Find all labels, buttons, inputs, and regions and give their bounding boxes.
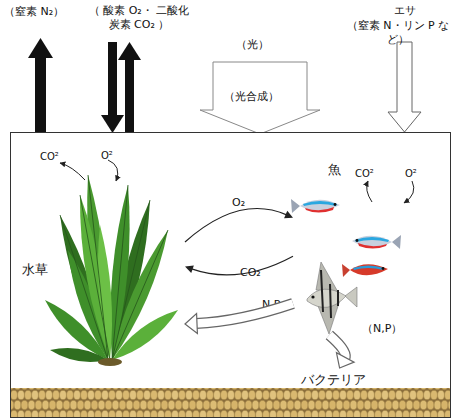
- fish-part: [307, 289, 346, 307]
- fish-part: [345, 287, 357, 307]
- fish-part: [355, 237, 389, 242]
- gas-exchange-arrows-part: [60, 163, 85, 180]
- annotation-label: （光）: [236, 38, 286, 52]
- flux-arrows: [28, 38, 421, 134]
- annotation-label: エサ: [380, 4, 430, 18]
- tank-part: [11, 133, 451, 418]
- flux-arrows-part: [101, 115, 124, 133]
- gas-exchange-arrows-part: [367, 181, 372, 202]
- water-plant: [45, 175, 178, 366]
- annotation-label: （ 酸素 O₂・ 二酸化炭素 CO₂ ）: [84, 4, 194, 32]
- arrow-head: [185, 314, 197, 334]
- fish-part: [311, 295, 314, 298]
- water-plant-part: [50, 348, 108, 362]
- tank-part: [11, 388, 450, 417]
- water-plant-part: [98, 358, 122, 366]
- water-plant-part: [98, 225, 112, 360]
- flux-arrows-part: [108, 42, 117, 117]
- fish-part: [356, 239, 359, 242]
- fish-part: [382, 267, 385, 270]
- node-label: 魚: [328, 162, 341, 177]
- arrow-outline: [329, 335, 345, 358]
- annotation-label: O²: [101, 149, 125, 163]
- fish-part: [291, 199, 300, 213]
- arrow-head: [185, 265, 194, 273]
- water-plant-part: [60, 175, 168, 360]
- flux-arrows-part: [125, 58, 134, 132]
- annotation-label: O²: [405, 167, 429, 181]
- node-label: 水草: [22, 262, 48, 277]
- edge-label: O₂: [232, 196, 245, 210]
- fish-part: [392, 235, 401, 249]
- gas-exchange-arrows-part: [108, 160, 118, 181]
- fish-part: [358, 243, 387, 249]
- annotation-label: （窒素 N・リン P など）: [336, 19, 460, 47]
- fish-part: [342, 264, 350, 277]
- bacteria-node: バクテリア: [300, 368, 372, 392]
- tank: [11, 133, 451, 418]
- fish: [291, 199, 401, 334]
- arrow-head: [336, 353, 354, 368]
- nutrient-arrow: [329, 335, 354, 368]
- flux-arrows-part: [35, 55, 46, 132]
- fish-part: [334, 203, 337, 206]
- flux-arrows-part: [388, 42, 421, 132]
- flow-arrow: [185, 209, 293, 242]
- fish-part: [305, 207, 334, 213]
- annotation-label: CO²: [40, 150, 70, 164]
- flux-arrows-part: [28, 38, 53, 58]
- fish-part: [303, 201, 337, 206]
- fish-part: [350, 264, 388, 275]
- arrow-head: [284, 211, 293, 218]
- annotation-label: （光合成）: [224, 90, 304, 104]
- edge-label: N.P: [262, 298, 280, 312]
- fish-part: [316, 262, 338, 292]
- flux-arrows-part: [118, 42, 141, 60]
- annotation-label: CO²: [355, 167, 385, 181]
- fish-part: [353, 266, 384, 271]
- arrow-line: [185, 209, 287, 242]
- fish-node: 魚: [293, 160, 403, 335]
- plant-node: 水草: [20, 160, 185, 365]
- arrow-body: [329, 335, 345, 358]
- edge-label: CO₂: [240, 266, 261, 280]
- edge-label: （N,P）: [362, 322, 402, 336]
- flux-arrows-part: [200, 62, 320, 134]
- flow-arrow: [185, 256, 293, 275]
- gas-exchange-arrows-part: [404, 181, 414, 203]
- fish-part: [321, 270, 338, 318]
- node-label: バクテリア: [301, 372, 366, 387]
